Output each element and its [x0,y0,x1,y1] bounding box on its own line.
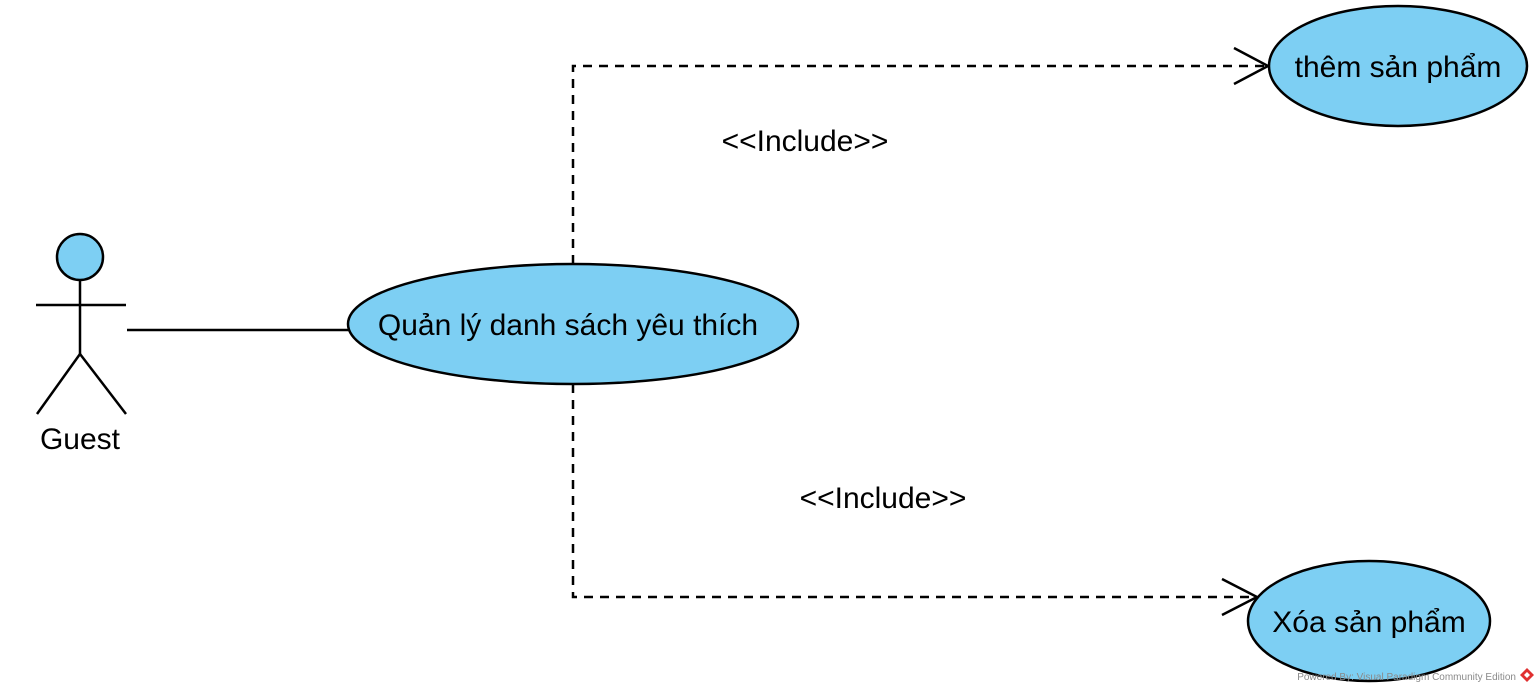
include-add-label: <<Include>> [722,125,889,158]
usecase-main[interactable]: Quản lý danh sách yêu thích [346,262,800,386]
usecase-add-label: thêm sản phẩm [1295,51,1502,84]
include-remove-dashed-line [571,384,1257,599]
usecase-main-ellipse [346,262,800,386]
watermark: Powered By: Visual Paradigm Community Ed… [1297,668,1534,683]
usecase-remove-label: Xóa sản phẩm [1272,606,1465,639]
actor-name: Guest [40,423,121,456]
watermark-text: Powered By: Visual Paradigm Community Ed… [1297,672,1516,683]
include-add-connector [571,46,1271,264]
include-remove-label: <<Include>> [800,482,967,515]
actor-guest[interactable]: Guest [35,232,127,456]
usecase-remove-ellipse [1246,559,1492,683]
actor-head [55,232,105,282]
usecase-remove[interactable]: Xóa sản phẩm [1246,559,1492,683]
usecase-add[interactable]: thêm sản phẩm [1267,4,1529,128]
include-add-dashed-line [571,64,1268,264]
usecase-add-ellipse [1267,4,1529,128]
visual-paradigm-logo-icon [1520,668,1534,682]
actor-right-leg [79,353,127,415]
usecase-main-label: Quản lý danh sách yêu thích [378,309,758,342]
actor-left-leg [35,353,82,415]
